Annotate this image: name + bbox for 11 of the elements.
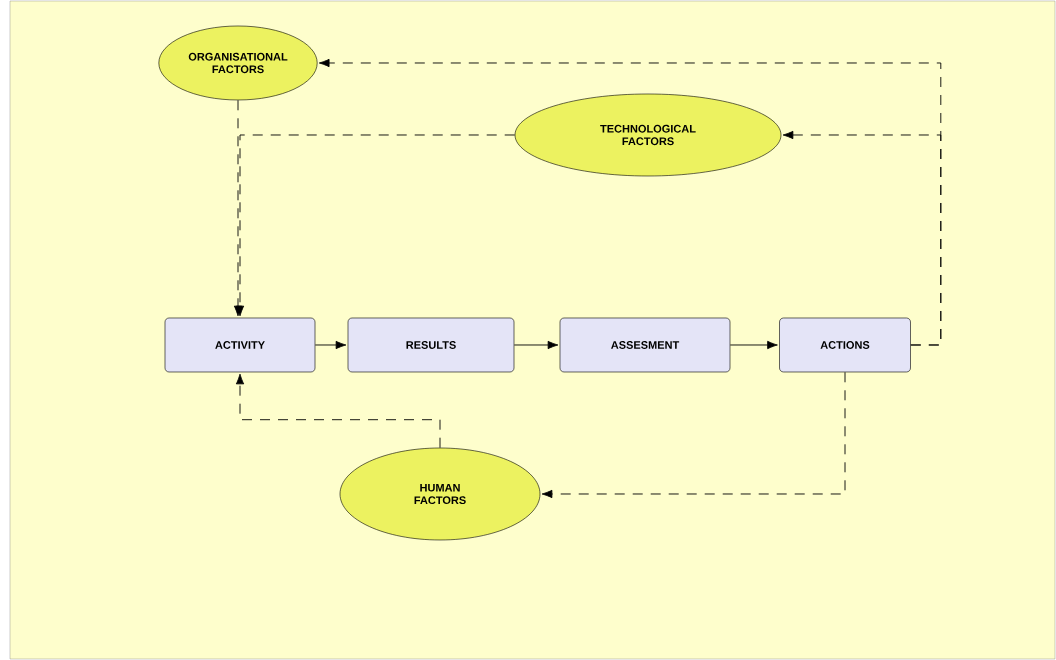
- arrow: [314, 340, 347, 350]
- arrow: [541, 371, 846, 499]
- arrow: [782, 130, 942, 346]
- arrow: [235, 373, 441, 449]
- process-box: ACTIVITY: [164, 317, 316, 373]
- process-box: ACTIONS: [779, 317, 911, 373]
- process-box: ASSESMENT: [559, 317, 731, 373]
- arrow: [513, 340, 559, 350]
- process-box: RESULTS: [347, 317, 515, 373]
- arrow: [729, 340, 778, 350]
- arrow: [235, 134, 516, 317]
